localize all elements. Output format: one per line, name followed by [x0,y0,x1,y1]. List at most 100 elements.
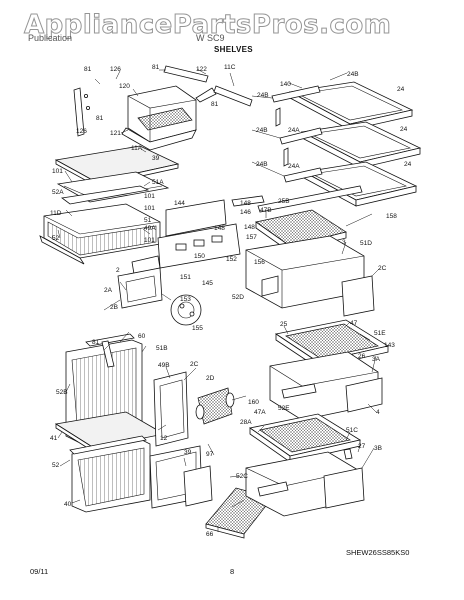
callout-label: 24 [397,86,405,93]
callout-label: 160 [248,399,259,406]
callout-label: 24B [347,71,359,78]
callout-label: 140 [280,81,291,88]
callout-label: 24 [400,126,408,133]
callout-label: 40 [64,501,72,508]
callout-label: 3 [342,239,346,246]
callout-label: 2C [378,265,387,272]
callout-label: 52C [236,473,248,480]
callout-label: 47B [260,207,272,214]
callout-label: 26 [358,353,366,360]
callout-label: 146 [240,209,251,216]
callout-label: 121 [110,130,121,137]
deli-drawer [269,351,383,421]
callout-label: 144 [174,200,185,207]
callout-label: 52B [56,389,68,396]
door-shelf-lower [302,161,418,207]
upper-freezer-bin [121,85,197,151]
callout-label: 156 [254,259,265,266]
pantry-drawer-cover [249,413,362,463]
callout-label: 122 [196,66,207,73]
callout-label: 11C [224,64,236,71]
callout-label: 24B [257,92,269,99]
section-title: SHELVES [214,45,253,54]
freezer-wire-basket [39,203,161,265]
callout-label: 151 [180,274,191,281]
callout-label: 2C [190,361,199,368]
damper-assembly [161,293,202,326]
callout-label: 4 [376,409,380,416]
callout-label: 148 [240,200,251,207]
callout-label: 143 [384,342,395,349]
callout-label: 25 [280,321,288,328]
model-header: W SC9 [196,33,225,43]
crisper-control-panel [157,195,265,269]
callout-label: 24B [256,161,268,168]
callout-label: 2 [116,267,120,274]
callout-label: 101 [144,237,155,244]
callout-label: 49B [158,362,170,369]
callout-label: 52 [52,462,60,469]
footer-date: 09/11 [30,567,49,576]
crisper-drawer [245,235,365,309]
callout-label: 24 [404,161,412,168]
model-code: SHEW26SS85KS0 [346,548,410,557]
callout-label: 60 [138,333,146,340]
callout-label: 51C [346,427,358,434]
callout-label: 49A [144,225,156,232]
callout-label: 81 [96,115,104,122]
callout-label: 51D [360,240,372,247]
adjuster-roller [195,387,235,425]
callout-label: 148 [244,224,255,231]
callout-label: 145 [202,280,213,287]
lower-trim-pieces [149,371,213,509]
watermark-logo: AppliancePartsPros.com [23,10,392,41]
callout-label: 24B [256,127,268,134]
callout-label: 52A [52,189,64,196]
callout-label: 52D [232,294,244,301]
callout-label: 101 [144,205,155,212]
bin-rail-left [73,87,91,137]
callout-label: 2D [206,375,215,382]
door-shelf-middle [300,121,422,169]
callout-label: 39 [184,449,192,456]
callout-label: 51 [144,217,152,224]
callout-label: 148 [214,225,225,232]
pantry-drawer [245,448,365,517]
callout-label: 51B [156,345,168,352]
callout-label: 12 [160,435,168,442]
callout-label: 66 [206,531,214,538]
callout-label: 11A [131,145,143,152]
shelf-brackets [257,85,363,213]
callout-label: 2B [110,304,118,311]
callout-label: 24A [288,127,300,134]
callout-label: 52E [278,405,290,412]
side-trim-pieces [117,255,375,317]
callout-label: 101 [144,193,155,200]
callout-label: 3A [372,356,381,363]
callout-label: 52 [52,235,60,242]
footer-page-number: 8 [230,567,235,576]
callout-label: 150 [194,253,205,260]
callout-label: 153 [180,296,191,303]
freezer-shelf-frame [56,171,170,205]
leader-lines [57,68,381,532]
callout-label: 25B [278,198,290,205]
callout-label: 39 [152,155,160,162]
callout-label: 120 [119,83,130,90]
callout-label: 157 [246,234,257,241]
callout-label: 158 [386,213,397,220]
callout-label: 81 [211,101,219,108]
callout-label: 11D [50,210,62,217]
callout-label: 81 [152,64,160,71]
callout-label: 126 [110,66,121,73]
callout-labels: 81 126 81 122 11C 120 81 126 81 121 11A … [50,64,412,538]
callout-label: 24A [288,163,300,170]
callout-label: 81 [84,66,92,73]
callout-label: 155 [192,325,203,332]
callout-label: 3B [374,445,382,452]
callout-label: 51E [374,330,386,337]
lower-wire-basket-lower [69,435,151,513]
callout-label: 47 [350,320,358,327]
